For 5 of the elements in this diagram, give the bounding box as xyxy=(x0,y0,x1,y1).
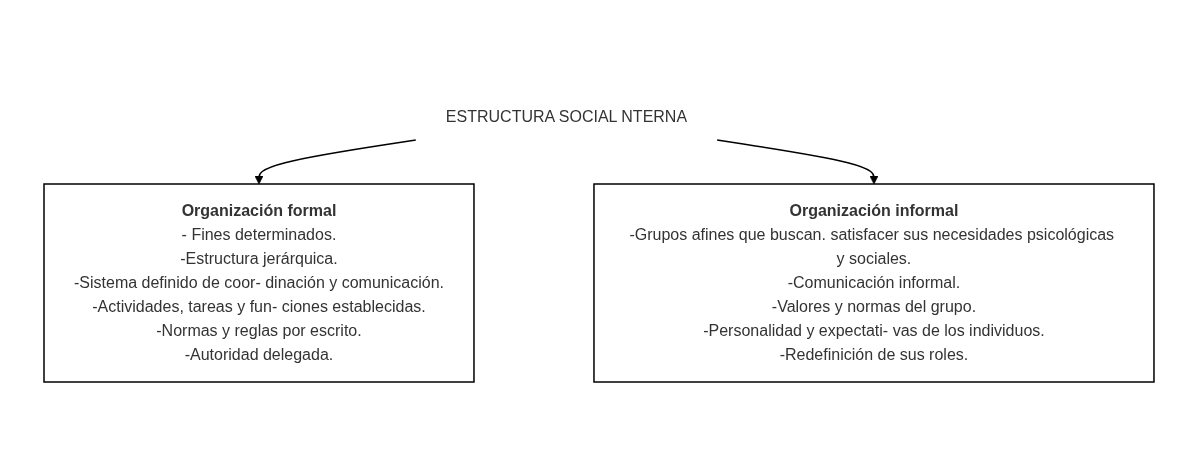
node-text: ESTRUCTURA SOCIAL NTERNA xyxy=(445,108,687,125)
node-box: Organización formal - Fines determinados. -Estructura jerárquica. -Sistema definido de coor- dinación y comunicación. -Actividades, tareas y fun- ciones establecidas. -Normas y reglas por escrito. -Autoridad delegada. xyxy=(42,183,475,383)
node-box: Organización informal -Grupos afines que buscan. satisfacer sus necesidades psicológicas y sociales. -Comunicación informal. -Valores y normas del grupo. -Personalidad y expectati- vas de los individuos. -Redefinición de sus roles. xyxy=(592,183,1155,383)
arrow xyxy=(254,139,417,185)
arrow xyxy=(715,139,878,185)
